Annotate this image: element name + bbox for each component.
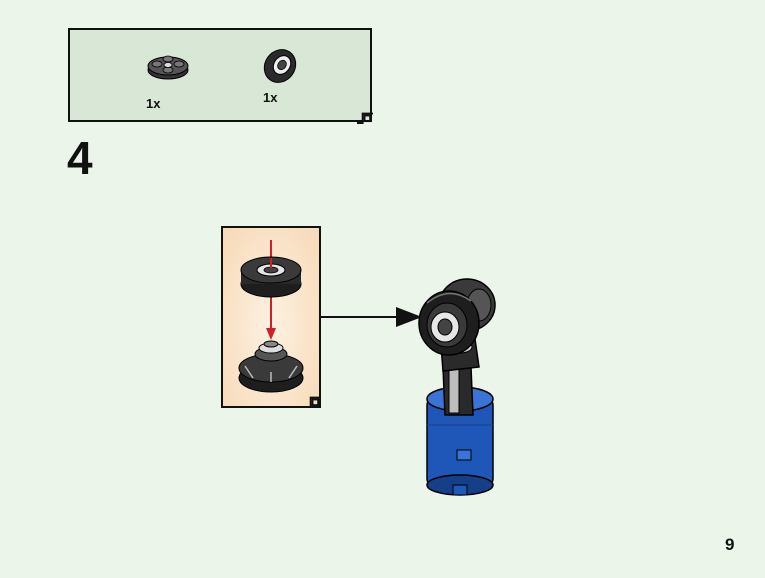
corner-mark-icon [357, 112, 373, 124]
step-number: 4 [67, 132, 93, 184]
step-arrow [320, 307, 422, 327]
main-assembly-illustration [418, 278, 496, 496]
part-quantity: 1x [146, 96, 161, 111]
round-plate-part [147, 55, 189, 80]
tire-part [263, 49, 297, 83]
corner-mark-icon [305, 396, 321, 408]
sub-assembly-illustration [238, 240, 304, 393]
part-quantity: 1x [263, 90, 278, 105]
parts-list-box: 1x 1x [68, 28, 373, 124]
page-number: 9 [725, 535, 735, 554]
sub-assembly-callout [221, 226, 321, 408]
